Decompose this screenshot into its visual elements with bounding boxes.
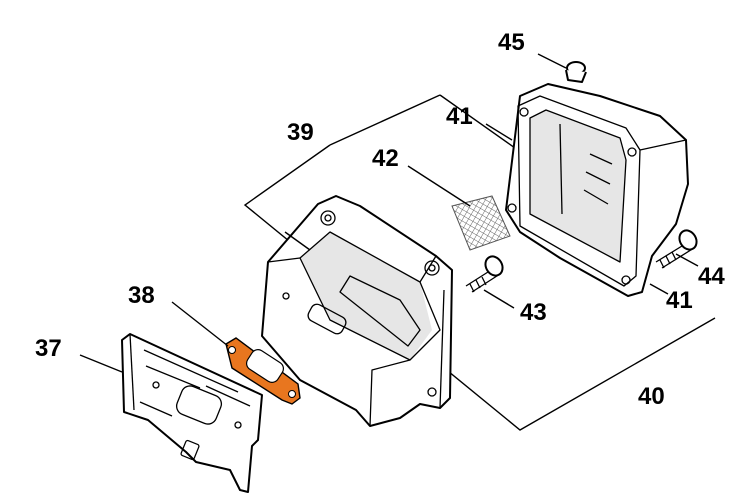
- part-label-45: 45: [498, 29, 525, 56]
- leader-44: [675, 253, 699, 267]
- muffler-body: [261, 195, 453, 427]
- part-label-40: 40: [638, 383, 665, 410]
- part-label-41-bottom: 41: [666, 287, 693, 314]
- part-label-39: 39: [287, 119, 314, 146]
- leader-41-bottom: [649, 283, 669, 295]
- leader-41-top: [485, 123, 513, 141]
- spark-arrester-screen: [451, 195, 511, 251]
- screw-43: [465, 255, 504, 293]
- leader-45: [537, 53, 567, 69]
- bolt-45: [565, 61, 587, 83]
- part-label-37: 37: [35, 335, 62, 362]
- part-label-38: 38: [128, 282, 155, 309]
- leader-43: [483, 289, 515, 309]
- leader-37: [79, 354, 123, 373]
- leader-39: [284, 231, 311, 251]
- leader-42: [407, 165, 471, 207]
- part-label-43: 43: [520, 299, 547, 326]
- heat-shield-plate: [121, 333, 263, 493]
- screw-44: [655, 229, 698, 269]
- part-label-42: 42: [372, 145, 399, 172]
- part-label-41-top: 41: [446, 103, 473, 130]
- part-label-44: 44: [698, 263, 725, 290]
- muffler-shell: [505, 83, 689, 297]
- leader-38: [171, 301, 229, 347]
- exhaust-gasket: [225, 337, 301, 405]
